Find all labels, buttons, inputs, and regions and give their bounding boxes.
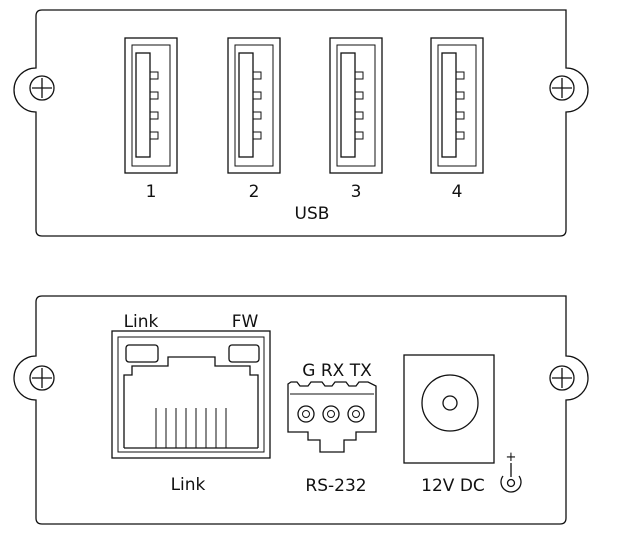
io-panel: Link FW Link G RX TX RS-232 12V DC + [13,295,589,525]
usb-port-number: 4 [452,182,463,202]
polarity-icon: + [500,450,522,493]
usb-port-group: 1 2 3 4 [124,37,484,202]
link-led-icon [125,344,159,363]
usb-port-number: 2 [249,182,260,202]
serial-pin-labels: G RX TX [302,361,372,381]
rj45-led-left-label: Link [124,312,159,332]
screw-icon [549,75,575,101]
screw-icon [549,365,575,391]
usb-panel: 1 2 3 4 USB [13,9,589,237]
polarity-plus-symbol: + [506,450,517,465]
usb-port-icon [124,37,178,174]
usb-port-icon [430,37,484,174]
usb-panel-outline [13,9,589,237]
dc-port-label: 12V DC [421,476,485,496]
usb-label: USB [295,204,330,224]
usb-port-number: 1 [146,182,157,202]
screw-icon [29,75,55,101]
dc-jack-icon [403,354,495,464]
usb-port-icon [227,37,281,174]
screw-icon [29,365,55,391]
io-panel-outline [13,295,589,525]
rj45-led-right-label: FW [232,312,259,332]
terminal-block-icon [287,381,377,453]
serial-port-label: RS-232 [305,476,366,496]
rj45-port-icon [111,330,271,459]
rj45-port-label: Link [171,475,206,495]
usb-port-number: 3 [351,182,362,202]
fw-led-icon [228,344,260,363]
rj45-contacts [155,408,227,448]
usb-port-icon [329,37,383,174]
